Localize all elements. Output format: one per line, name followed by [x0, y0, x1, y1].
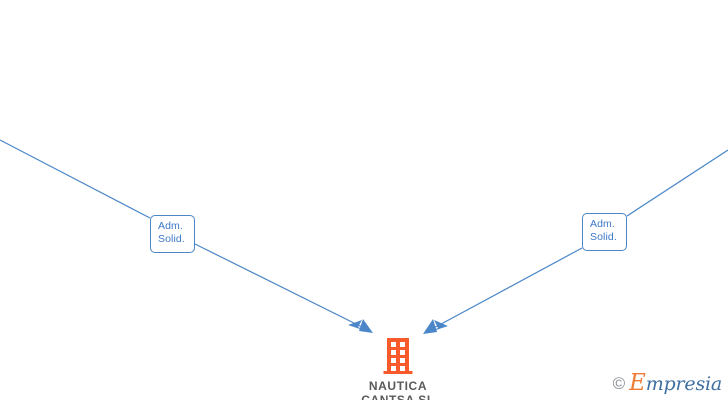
relation-label-right[interactable]: Adm. Solid.	[582, 213, 627, 251]
edge-right-to-company	[429, 247, 583, 331]
relation-label-left-line2: Solid.	[158, 233, 185, 245]
copyright-icon: ©	[612, 374, 626, 393]
company-name: NAUTICA	[368, 379, 428, 393]
arrowhead-right-tip	[423, 319, 437, 334]
arrowhead-left	[348, 320, 372, 333]
empresia-watermark: © Empresia	[612, 370, 723, 396]
empresia-logo-text: mpresia	[645, 373, 722, 395]
empresia-logo: Empresia	[629, 370, 722, 396]
edge-right-incoming	[626, 149, 728, 217]
company-name-line2: CANTSA SL	[361, 393, 435, 400]
arrowhead-left-tip	[359, 319, 373, 333]
empresia-logo-initial: E	[629, 370, 646, 396]
relation-label-right-line1: Adm.	[590, 218, 615, 230]
edge-left-to-company	[194, 243, 369, 331]
relation-label-right-line2: Solid.	[590, 231, 617, 243]
arrowhead-right	[424, 320, 448, 334]
relation-label-left[interactable]: Adm. Solid.	[150, 215, 195, 253]
relation-label-left-line1: Adm.	[158, 220, 183, 232]
edge-left-incoming	[0, 139, 151, 219]
company-node[interactable]: NAUTICA CANTSA SL	[314, 336, 482, 400]
building-icon	[383, 338, 413, 374]
